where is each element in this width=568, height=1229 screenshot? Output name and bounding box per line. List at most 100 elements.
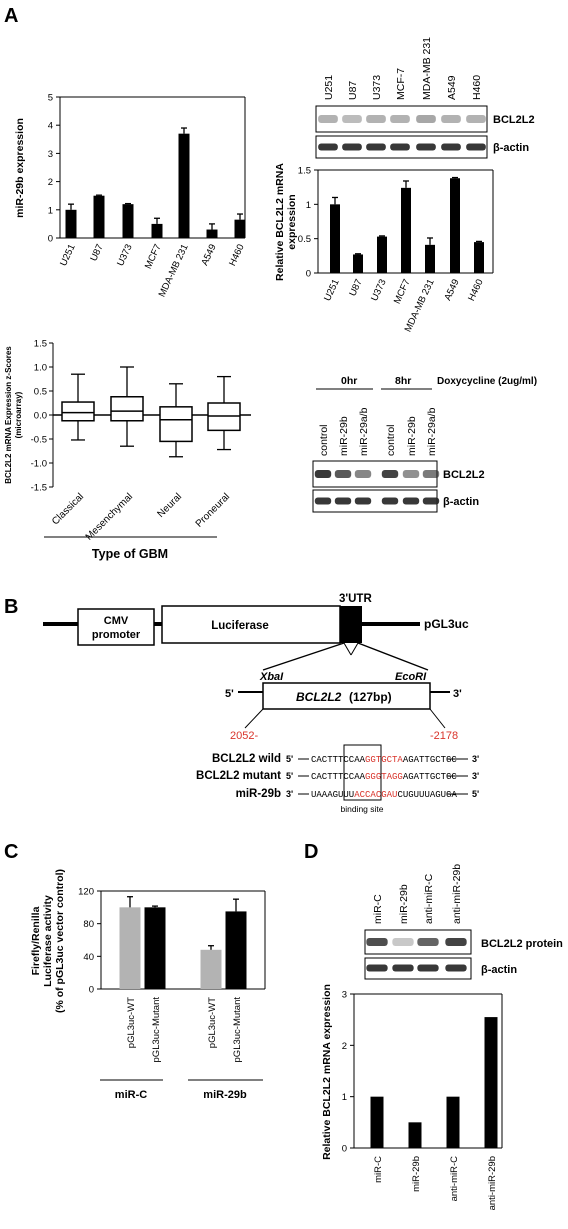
y-tick-label: 2: [342, 1041, 347, 1052]
blot-a2-label2: β-actin: [443, 496, 479, 508]
utr-box: [340, 606, 362, 643]
bar: [401, 187, 411, 273]
y-tick-label: 0: [306, 269, 311, 280]
time-8hr: 8hr: [395, 375, 411, 387]
x-tick-label: anti-miR-C: [449, 1156, 460, 1202]
seq-end-right: 3': [472, 754, 479, 764]
band-actin: [381, 497, 399, 505]
y-tick-label: 0: [89, 985, 94, 996]
five-prime: 5': [225, 688, 234, 700]
y-tick-label: 1.0: [34, 363, 47, 374]
band-target: [314, 470, 332, 478]
bar: [93, 195, 105, 238]
y-tick-label: -0.5: [31, 435, 47, 446]
band-actin: [445, 964, 467, 972]
panel-c-label: C: [4, 841, 18, 863]
x-tick-label: pGL3uc-WT: [126, 997, 137, 1048]
gene-box: [262, 682, 431, 710]
group-label: miR-29b: [203, 1089, 247, 1101]
bar: [377, 236, 387, 273]
y-tick-label: 0.0: [34, 411, 47, 422]
seq-end-left: 5': [286, 771, 293, 781]
band-target: [402, 470, 420, 478]
cmv-promoter-box: [77, 608, 155, 646]
bcl2l2-mrna-d-chart: Relative BCL2L2 mRNA expression 0123miR-…: [321, 984, 503, 1210]
binding-site-box: [343, 744, 382, 801]
band-target: [392, 938, 414, 946]
x-tick-label: U251: [58, 243, 78, 268]
bar: [206, 229, 218, 238]
band-actin: [334, 497, 352, 505]
y-axis-title: BCL2L2 mRNA Expression z-Scores(microarr…: [4, 346, 23, 484]
x-tick-label: Classical: [50, 491, 86, 527]
band-actin: [354, 497, 372, 505]
y-tick-label: 0: [48, 234, 53, 245]
pos-start: 2052-: [230, 730, 258, 742]
seq-label: BCL2L2 wild: [212, 753, 281, 765]
band-actin: [466, 143, 486, 151]
vector-label: pGL3uc: [424, 617, 469, 631]
y-tick-label: 3: [48, 149, 53, 160]
luciferase-box: [161, 605, 341, 644]
x-tick-label: U373: [369, 278, 389, 303]
lane-label: anti-miR-C: [423, 873, 435, 924]
pos-line-left: [244, 708, 264, 729]
box: [110, 396, 144, 422]
y-tick-label: 3: [342, 990, 347, 1001]
utr-label: 3'UTR: [339, 593, 372, 605]
y-axis-title: Relative BCL2L2 mRNAexpression: [274, 163, 298, 281]
bar: [370, 1096, 384, 1148]
y-tick-label: 1: [342, 1092, 347, 1103]
band-actin: [342, 143, 362, 151]
band-target: [381, 470, 399, 478]
panel-a-label: A: [4, 5, 18, 27]
seq-label: BCL2L2 mutant: [196, 770, 281, 782]
three-prime: 3': [453, 688, 462, 700]
construct-diagram: CMV promoter Luciferase 3'UTR pGL3uc Xba…: [43, 593, 479, 814]
lane-label: control: [385, 424, 397, 456]
zoom-v-right: [350, 642, 359, 656]
box: [159, 406, 193, 443]
x-tick-label: pGL3uc-Mutant: [151, 997, 162, 1063]
band-target: [422, 470, 440, 478]
lane-label: U251: [323, 75, 335, 100]
group-label: miR-C: [115, 1089, 147, 1101]
band-actin: [422, 497, 440, 505]
y-tick-label: 0.5: [298, 234, 311, 245]
x-tick-label: U87: [347, 278, 364, 298]
lane-label: miR-C: [372, 894, 384, 924]
lane-label: MCF-7: [395, 68, 407, 100]
band-target: [342, 115, 362, 123]
bar: [200, 949, 222, 989]
x-tick-label: miR-29b: [411, 1156, 422, 1192]
lane-label: anti-miR-29b: [451, 864, 463, 924]
lane-label: miR-29b: [406, 416, 418, 456]
band-actin: [441, 143, 461, 151]
seq-end-right: 5': [472, 789, 479, 799]
x-axis-title: Type of GBM: [92, 547, 168, 561]
bar: [446, 1096, 460, 1148]
x-tick-label: Proneural: [194, 491, 232, 529]
y-axis-title: Firefly/RenillaLuciferase activity(% of …: [30, 869, 66, 1013]
bar: [425, 244, 435, 273]
cmv-label: CMV: [104, 615, 129, 627]
seq-end-left: 3': [286, 789, 293, 799]
blot-a1-label2: β-actin: [493, 142, 529, 154]
band-actin: [318, 143, 338, 151]
bar: [330, 204, 340, 273]
lane-label: miR-29b: [338, 416, 350, 456]
blot-a1-label1: BCL2L2: [493, 114, 535, 126]
ecori-label: EcoRI: [395, 671, 427, 683]
band-actin: [366, 143, 386, 151]
bar: [234, 219, 246, 238]
bar: [151, 223, 163, 238]
y-tick-label: 40: [83, 952, 94, 963]
lane-label: miR-29a/b: [426, 407, 438, 456]
x-tick-label: Mesenchymal: [84, 491, 135, 542]
band-target: [354, 470, 372, 478]
bar: [484, 1017, 498, 1148]
zoom-v-left: [343, 642, 352, 656]
band-target: [466, 115, 486, 123]
